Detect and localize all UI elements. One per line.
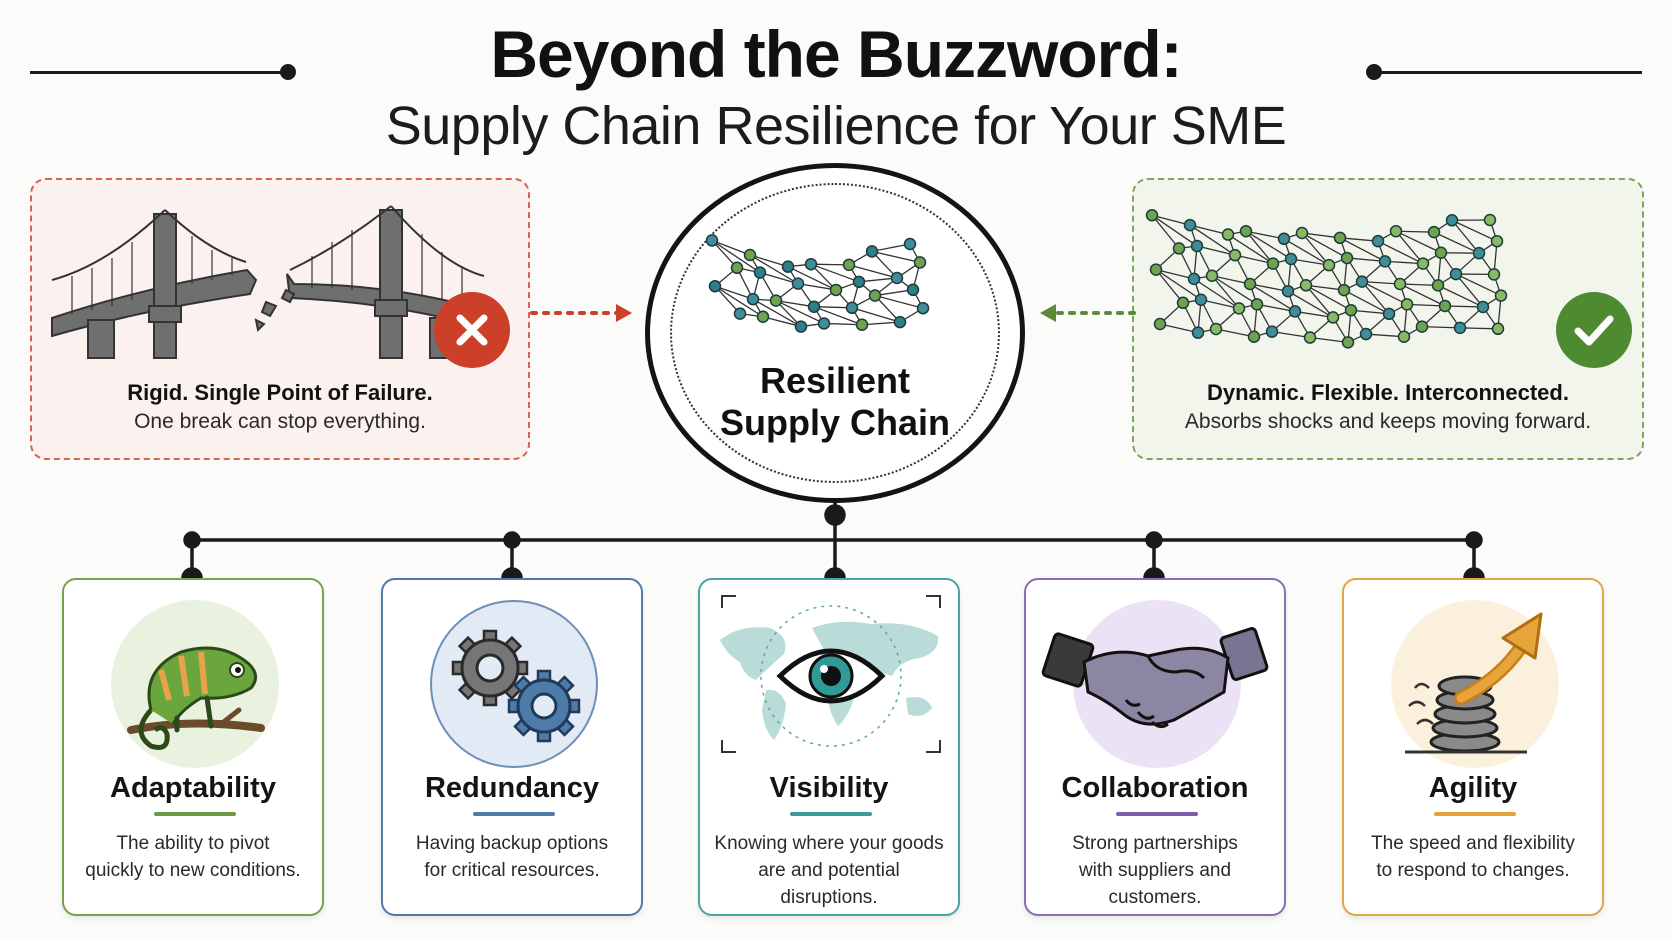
pillar-underline [473, 812, 555, 816]
pillar-card-redundancy: Redundancy Having backup options for cri… [381, 578, 643, 916]
pillar-description: Having backup options for critical resou… [391, 830, 633, 884]
title-block: Beyond the Buzzword: Supply Chain Resili… [0, 16, 1672, 158]
title-rule-left-dot [280, 64, 296, 80]
pillar-icon-bg [430, 600, 598, 768]
pillar-description: The speed and flexibility to respond to … [1352, 830, 1594, 884]
pillar-title: Agility [1428, 772, 1518, 804]
pillar-desc-line1: The ability to pivot [116, 833, 270, 854]
pillar-desc-line2: are and potential disruptions. [758, 860, 900, 908]
dynamic-heading: Dynamic. Flexible. Interconnected. [1207, 380, 1569, 405]
pillar-underline [1434, 812, 1516, 816]
pillar-title: Adaptability [110, 772, 276, 804]
title-rule-right-dot [1366, 64, 1382, 80]
pillar-desc-line2: for critical resources. [424, 860, 600, 881]
page-title: Beyond the Buzzword: [490, 17, 1182, 91]
handshake-icon [1041, 627, 1269, 729]
gears-icon [451, 629, 581, 743]
pillar-card-visibility: Visibility Knowing where your goods are … [698, 578, 960, 916]
page-subtitle: Supply Chain Resilience for Your SME [385, 96, 1287, 156]
arrow-rigid-head-icon [616, 304, 632, 322]
success-check-icon [1556, 292, 1632, 368]
pillar-title: Collaboration [1061, 772, 1249, 804]
pillar-description: The ability to pivot quickly to new cond… [72, 830, 314, 884]
pillar-desc-line2: to respond to changes. [1376, 860, 1570, 881]
hub-label-line2: Supply Chain [719, 402, 950, 443]
pillar-desc-line1: Having backup options [415, 833, 609, 854]
chameleon-icon [127, 646, 265, 750]
pillar-desc-line1: Strong partnerships [1072, 833, 1238, 854]
pillar-card-adaptability: Adaptability The ability to pivot quickl… [62, 578, 324, 916]
rigid-body: One break can stop everything. [134, 410, 426, 433]
pillar-description: Knowing where your goods are and potenti… [708, 830, 950, 911]
pillar-underline [1116, 812, 1198, 816]
broken-bridge-icon [51, 205, 485, 359]
title-rule-left [30, 71, 288, 74]
pillar-title: Visibility [769, 772, 889, 804]
failure-x-icon [434, 292, 510, 368]
pillar-underline [154, 812, 236, 816]
mesh-network-icon [1145, 208, 1508, 349]
hub-label: Resilient Supply Chain [660, 360, 1010, 444]
pillar-card-agility: Agility The speed and flexibility to res… [1342, 578, 1604, 916]
pillar-card-collaboration: Collaboration Strong partnerships with s… [1024, 578, 1286, 916]
pillar-desc-line1: Knowing where your goods [714, 833, 944, 854]
pillar-icon-bg [1391, 600, 1559, 768]
arrow-dynamic-head-icon [1040, 304, 1056, 322]
rigid-caption: Rigid. Single Point of Failure. One brea… [52, 378, 508, 436]
hub-label-line1: Resilient [759, 360, 911, 401]
pillar-icon-bg [111, 600, 279, 768]
pillar-desc-line2: quickly to new conditions. [85, 860, 301, 881]
pillar-description: Strong partnerships with suppliers and c… [1034, 830, 1276, 911]
spring-arrow-icon [1405, 612, 1543, 754]
rigid-heading: Rigid. Single Point of Failure. [127, 380, 433, 405]
hub-inner-ring [670, 183, 1000, 483]
title-rule-right [1372, 71, 1642, 74]
dynamic-caption: Dynamic. Flexible. Interconnected. Absor… [1144, 378, 1632, 436]
pillar-title: Redundancy [424, 772, 600, 804]
pillar-tree [181, 503, 1485, 589]
pillar-underline [790, 812, 872, 816]
eye-world-map-icon [720, 595, 941, 753]
pillar-desc-line1: The speed and flexibility [1371, 833, 1575, 854]
dynamic-body: Absorbs shocks and keeps moving forward. [1184, 410, 1592, 433]
pillar-desc-line2: with suppliers and customers. [1078, 860, 1232, 908]
